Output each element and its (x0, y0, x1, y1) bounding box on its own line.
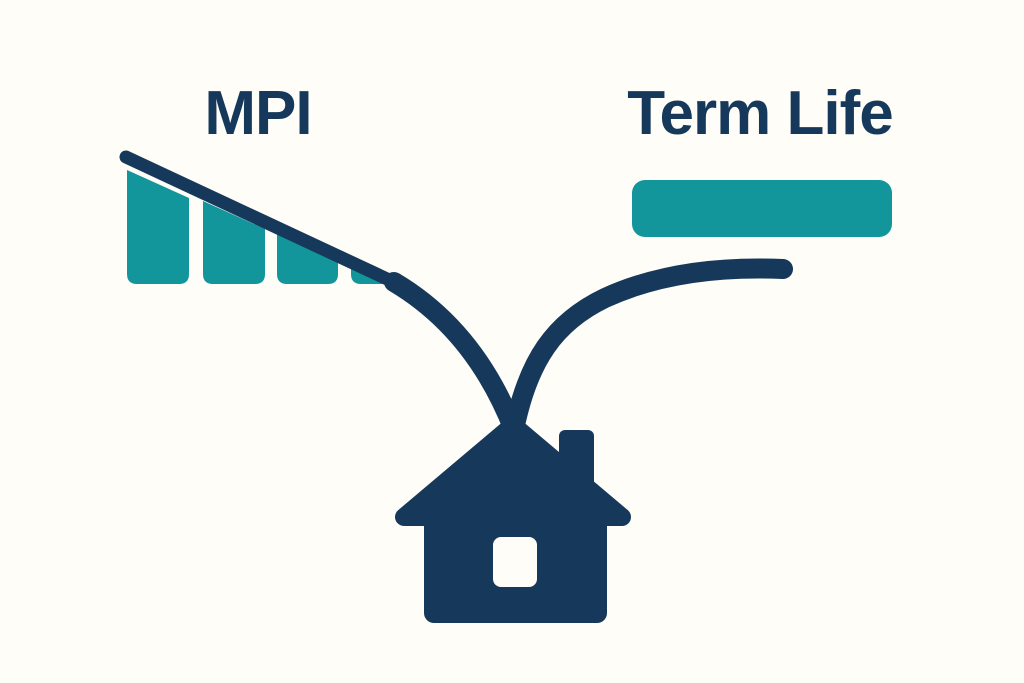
left-branch-curve (384, 272, 524, 440)
headline-group: MPI Term Life (204, 79, 893, 148)
term-life-title: Term Life (627, 79, 892, 148)
mpi-bar-3 (277, 234, 338, 284)
mpi-title: MPI (204, 79, 311, 148)
mpi-bar-2 (203, 201, 265, 284)
house-icon-inner (395, 416, 631, 623)
right-branch-curve (504, 258, 793, 440)
term-life-level-bar (632, 180, 892, 237)
curves-group (119, 150, 793, 440)
mpi-declining-line (119, 150, 407, 292)
house-window (493, 537, 537, 587)
mpi-bar-1 (127, 170, 189, 284)
house-icon (395, 416, 631, 623)
